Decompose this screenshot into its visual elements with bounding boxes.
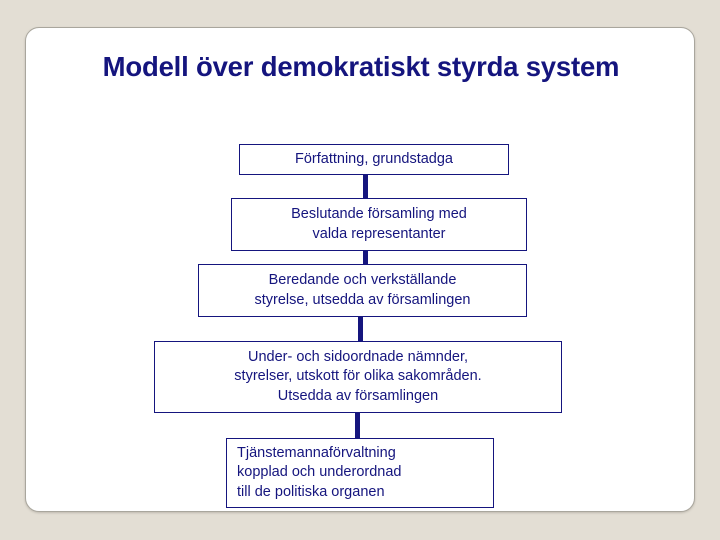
flowchart-node-tjanstemannaforvaltning[interactable]: Tjänstemannaförvaltning kopplad och unde… <box>226 438 494 508</box>
page-title: Modell över demokratiskt styrda system <box>102 51 620 82</box>
flowchart-node-label: Tjänstemannaförvaltning kopplad och unde… <box>237 444 402 500</box>
flowchart-diagram: Författning, grundstadga Beslutande förs… <box>26 28 694 511</box>
flowchart-node-namnder-utskott[interactable]: Under- och sidoordnade nämnder, styrelse… <box>154 341 562 413</box>
flowchart-node-label: Beslutande församling med valda represen… <box>291 206 467 242</box>
flowchart-node-label: Under- och sidoordnade nämnder, styrelse… <box>234 348 482 404</box>
flowchart-node-beslutande-forsamling[interactable]: Beslutande församling med valda represen… <box>231 198 527 251</box>
flowchart-node-label: Författning, grundstadga <box>295 150 453 167</box>
slide-card: Modell över demokratiskt styrda system F… <box>25 27 695 512</box>
connector-forfattning-to-forsamling <box>363 174 368 199</box>
flowchart-node-forfattning[interactable]: Författning, grundstadga <box>239 144 509 175</box>
connector-styrelse-to-namnder <box>358 316 363 342</box>
connector-forsamling-to-styrelse <box>363 250 368 265</box>
connector-namnder-to-forvaltning <box>355 412 360 439</box>
flowchart-node-label: Beredande och verkställande styrelse, ut… <box>254 272 471 308</box>
flowchart-node-beredande-styrelse[interactable]: Beredande och verkställande styrelse, ut… <box>198 264 527 317</box>
